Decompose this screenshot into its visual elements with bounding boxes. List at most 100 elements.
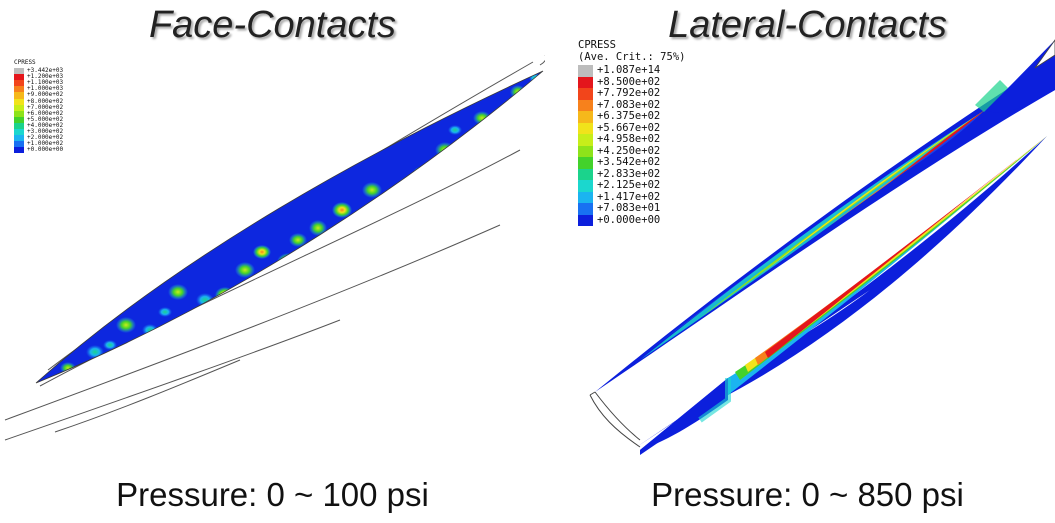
legend-value: +6.000e+02 xyxy=(27,109,64,117)
legend-swatch xyxy=(14,147,24,154)
legend-value: +7.083e+01 xyxy=(597,202,661,214)
legend-swatch xyxy=(14,92,24,99)
legend-rows: +3.442e+03+1.200e+03+1.100e+03+1.000e+03… xyxy=(14,67,64,154)
legend-value: +3.442e+03 xyxy=(27,67,64,75)
legend-swatch xyxy=(578,168,593,180)
legend-swatch xyxy=(578,88,593,100)
legend-value: +8.500e+02 xyxy=(597,75,661,88)
face-contacts-legend: CPRESS +3.442e+03+1.200e+03+1.100e+03+1.… xyxy=(14,59,64,154)
legend-swatch xyxy=(14,135,24,142)
legend-entry: +9.000e+02 xyxy=(14,91,64,99)
legend-value: +1.000e+02 xyxy=(27,140,64,148)
legend-swatch xyxy=(14,141,24,148)
legend-entry: +1.087e+14 xyxy=(578,64,685,77)
legend-swatch xyxy=(578,180,593,192)
legend-value: +1.200e+03 xyxy=(27,73,64,81)
legend-swatch xyxy=(578,191,593,203)
legend-entry: +5.667e+02 xyxy=(578,121,685,134)
legend-value: +7.000e+02 xyxy=(27,103,64,111)
legend-value: +0.000e+00 xyxy=(597,213,661,226)
legend-entry: +2.833e+02 xyxy=(578,167,685,180)
legend-entry: +8.000e+02 xyxy=(14,97,64,105)
beam-end-outline xyxy=(589,391,641,448)
legend-swatch xyxy=(14,110,24,117)
legend-swatch xyxy=(14,80,24,87)
legend-swatch xyxy=(578,214,593,226)
legend-entry: +7.792e+02 xyxy=(578,87,685,100)
legend-entry: +1.000e+02 xyxy=(14,140,64,148)
legend-entry: +1.417e+02 xyxy=(578,190,685,203)
lower-beam xyxy=(635,136,1047,455)
legend-swatch xyxy=(14,86,24,93)
legend-swatch xyxy=(14,129,24,136)
legend-value: +3.000e+02 xyxy=(27,128,64,136)
legend-swatch xyxy=(578,65,593,77)
legend-value: +6.375e+02 xyxy=(597,110,661,122)
panel-title: Face-Contacts xyxy=(148,4,397,46)
legend-entry: +7.000e+02 xyxy=(14,103,64,111)
legend-swatch xyxy=(578,99,593,111)
legend-swatch xyxy=(578,203,593,215)
legend-entry: +1.000e+03 xyxy=(14,86,63,93)
legend-entry: +0.000e+00 xyxy=(14,146,64,154)
legend-entry: +7.083e+01 xyxy=(578,202,685,215)
legend-value: +0.000e+00 xyxy=(27,146,64,154)
legend-swatch xyxy=(14,116,24,123)
legend-entry: +0.000e+00 xyxy=(578,213,685,226)
legend-swatch xyxy=(14,104,24,111)
legend-swatch xyxy=(578,122,593,134)
legend-value: +4.250e+02 xyxy=(597,144,661,157)
legend-subheader: (Ave. Crit.: 75%) xyxy=(578,50,686,63)
legend-value: +2.125e+02 xyxy=(597,179,661,191)
legend-entry: +6.000e+02 xyxy=(14,109,64,117)
legend-swatch xyxy=(578,76,593,88)
lateral-contacts-panel: CPRESS (Ave. Crit.: 75%) +1.087e+14+8.50… xyxy=(560,0,1055,523)
legend-value: +1.100e+03 xyxy=(27,79,64,87)
legend-swatch xyxy=(14,74,24,81)
pressure-caption: Pressure: 0 ~ 100 psi xyxy=(116,476,429,513)
legend-value: +2.833e+02 xyxy=(597,167,661,180)
legend-value: +1.087e+14 xyxy=(597,64,661,76)
legend-value: +8.000e+02 xyxy=(27,97,64,105)
legend-entry: +1.200e+03 xyxy=(14,73,64,81)
legend-value: +1.417e+02 xyxy=(597,190,661,203)
panel-title: Lateral-Contacts xyxy=(668,4,947,46)
legend-value: +2.000e+02 xyxy=(27,134,64,142)
legend-entry: +2.000e+02 xyxy=(14,134,64,142)
legend-entry: +8.500e+02 xyxy=(578,75,685,88)
legend-swatch xyxy=(14,98,24,105)
legend-entry: +4.000e+02 xyxy=(14,121,64,130)
legend-value: +4.958e+02 xyxy=(597,133,661,145)
face-contacts-panel: CPRESS +3.442e+03+1.200e+03+1.100e+03+1.… xyxy=(4,4,545,513)
legend-rows: +1.087e+14+8.500e+02+7.792e+02+7.083e+02… xyxy=(578,64,685,226)
legend-header: CPRESS xyxy=(14,59,36,66)
legend-swatch xyxy=(14,68,24,75)
legend-entry: +3.442e+03 xyxy=(14,67,64,75)
upper-beam xyxy=(595,39,1055,392)
legend-swatch xyxy=(578,145,593,157)
legend-swatch xyxy=(578,157,593,169)
legend-entry: +4.958e+02 xyxy=(578,133,685,146)
legend-entry: +4.250e+02 xyxy=(578,144,685,157)
legend-entry: +2.125e+02 xyxy=(578,179,685,192)
legend-swatch xyxy=(14,122,24,130)
legend-value: +5.667e+02 xyxy=(597,121,661,134)
legend-value: +5.000e+02 xyxy=(27,115,64,123)
legend-value: +9.000e+02 xyxy=(27,91,64,99)
legend-value: +4.000e+02 xyxy=(27,121,64,129)
pressure-caption: Pressure: 0 ~ 850 psi xyxy=(651,476,964,513)
legend-header: CPRESS xyxy=(578,39,616,51)
face-contacts-plot xyxy=(4,55,545,441)
contact-pressure-field xyxy=(36,71,543,383)
legend-entry: +5.000e+02 xyxy=(14,115,64,123)
legend-swatch xyxy=(578,111,593,123)
legend-entry: +1.100e+03 xyxy=(14,79,64,87)
lateral-contacts-legend: CPRESS (Ave. Crit.: 75%) +1.087e+14+8.50… xyxy=(578,39,686,226)
lateral-contacts-plot xyxy=(589,39,1055,455)
legend-entry: +3.000e+02 xyxy=(14,128,64,136)
legend-value: +7.792e+02 xyxy=(597,87,661,99)
legend-entry: +3.542e+02 xyxy=(578,156,685,169)
legend-entry: +6.375e+02 xyxy=(578,110,685,123)
legend-swatch xyxy=(578,134,593,146)
legend-value: +7.083e+02 xyxy=(597,98,661,111)
